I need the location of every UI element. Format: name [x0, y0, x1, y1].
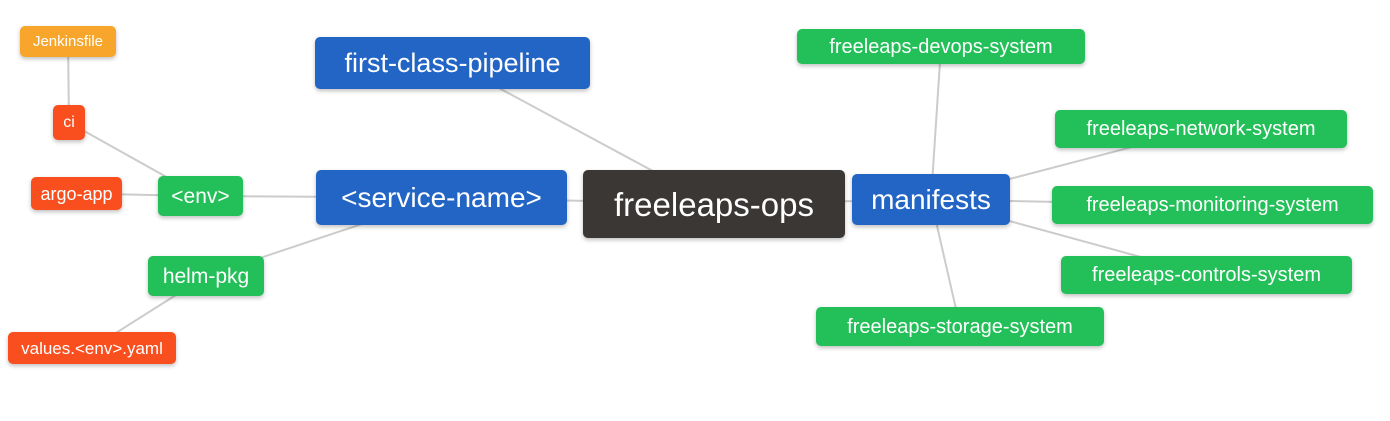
- node-monitoring-system[interactable]: freeleaps-monitoring-system: [1052, 186, 1373, 224]
- node-ci[interactable]: ci: [53, 105, 85, 140]
- node-devops-system[interactable]: freeleaps-devops-system: [797, 29, 1085, 64]
- node-values-env-yaml[interactable]: values.<env>.yaml: [8, 332, 176, 364]
- node-jenkinsfile[interactable]: Jenkinsfile: [20, 26, 116, 57]
- node-service-name[interactable]: <service-name>: [316, 170, 567, 225]
- node-storage-system[interactable]: freeleaps-storage-system: [816, 307, 1104, 346]
- node-first-class-pipeline[interactable]: first-class-pipeline: [315, 37, 590, 89]
- node-env[interactable]: <env>: [158, 176, 243, 216]
- node-argo-app[interactable]: argo-app: [31, 177, 122, 210]
- node-controls-system[interactable]: freeleaps-controls-system: [1061, 256, 1352, 294]
- node-helm-pkg[interactable]: helm-pkg: [148, 256, 264, 296]
- node-manifests[interactable]: manifests: [852, 174, 1010, 225]
- node-network-system[interactable]: freeleaps-network-system: [1055, 110, 1347, 148]
- node-freeleaps-ops[interactable]: freeleaps-ops: [583, 170, 845, 238]
